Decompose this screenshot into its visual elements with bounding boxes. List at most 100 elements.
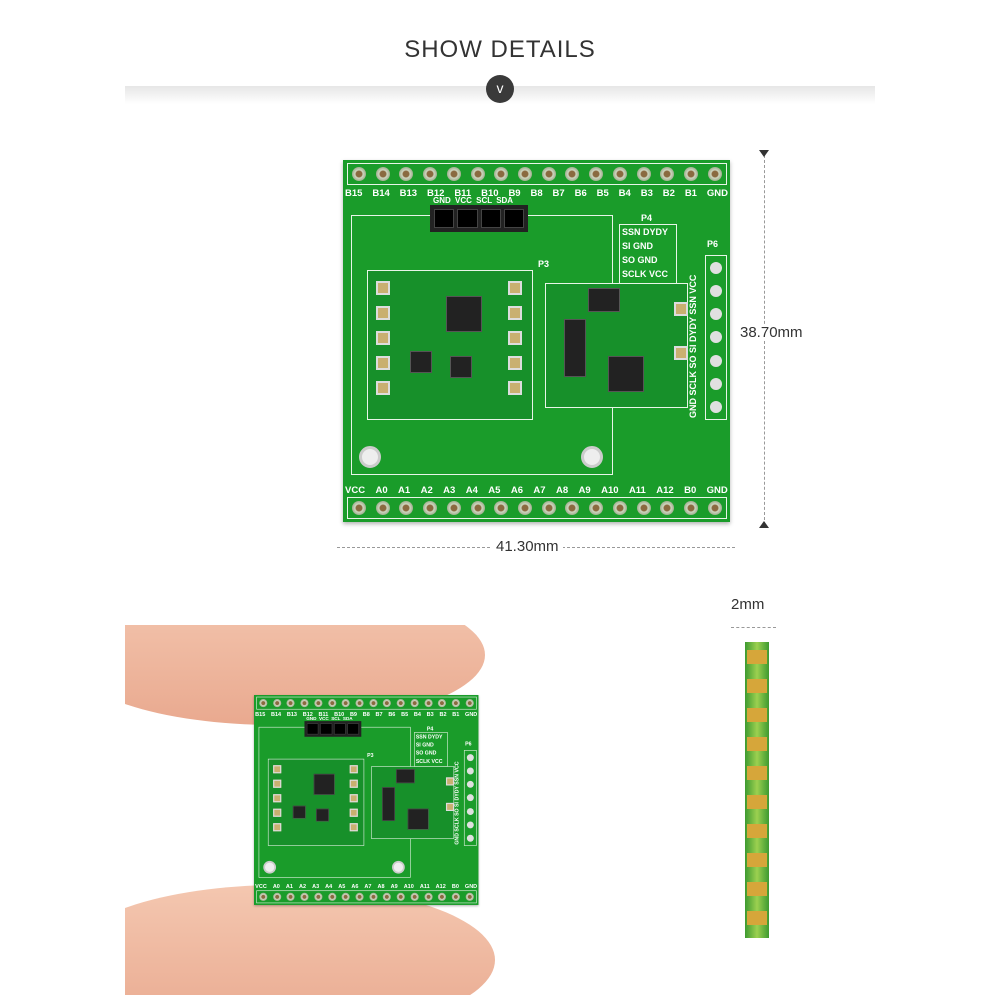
thickness-dimension-line	[731, 627, 776, 628]
pin-hole	[375, 501, 390, 515]
i2c-header	[304, 721, 362, 737]
pin-label: A4	[325, 883, 333, 890]
pin-label: A8	[555, 485, 569, 496]
pin-hole	[355, 699, 364, 708]
pin-label: A11	[419, 883, 430, 890]
pin-label: B14	[271, 711, 282, 718]
pin-label: A6	[351, 883, 359, 890]
pin-label: A9	[578, 485, 591, 496]
pin-hole	[410, 699, 419, 708]
pin-label: A6	[510, 485, 523, 496]
side-pin	[747, 766, 767, 780]
side-pin	[747, 650, 767, 664]
top-pin-row	[347, 163, 727, 185]
pin-hole	[494, 167, 509, 181]
pin-hole	[423, 501, 438, 515]
pin-hole	[438, 892, 447, 901]
pin-label: A7	[364, 883, 372, 890]
pin-label: A9	[390, 883, 398, 890]
chevron-down-icon[interactable]: v	[486, 75, 514, 103]
pin-hole	[369, 892, 378, 901]
pin-label: A12	[435, 883, 446, 890]
pin-hole	[494, 501, 509, 515]
pin-hole	[636, 167, 651, 181]
pin-label: B1	[684, 188, 697, 199]
pin-hole	[355, 892, 364, 901]
p3-module	[367, 270, 533, 420]
pin-label: B1	[452, 711, 460, 718]
pin-hole	[707, 501, 722, 515]
pin-hole	[589, 501, 604, 515]
pin-label: A5	[488, 485, 501, 496]
pin-hole	[300, 699, 309, 708]
pin-label: GND	[706, 188, 728, 199]
p6-header	[463, 750, 477, 846]
pin-label: A10	[601, 485, 619, 496]
p4-row: SO GND	[622, 255, 658, 265]
side-pin	[747, 824, 767, 838]
p4-row: SI GND	[415, 741, 434, 748]
p4-row: SO GND	[415, 750, 437, 756]
pin-label: A1	[398, 485, 411, 496]
pin-hole	[465, 699, 474, 708]
side-pin	[747, 911, 767, 925]
pin-hole	[383, 892, 392, 901]
pin-hole	[612, 501, 627, 515]
p4-title: P4	[426, 725, 434, 732]
pin-hole	[352, 501, 366, 515]
mounting-hole	[392, 860, 405, 874]
pin-label: A0	[272, 883, 280, 890]
pin-label: B3	[640, 188, 653, 199]
pin-label: B0	[451, 883, 459, 890]
pin-label: GND	[706, 485, 728, 496]
pin-hole	[565, 167, 580, 181]
pin-label: B8	[362, 711, 370, 718]
height-dimension: 38.70mm	[736, 324, 807, 341]
radio-module	[545, 283, 688, 408]
pin-hole	[396, 699, 405, 708]
pin-label: B9	[349, 711, 358, 718]
mounting-hole	[359, 446, 381, 468]
pin-label: B2	[439, 711, 447, 718]
pin-label: A4	[465, 485, 478, 496]
mounting-hole	[263, 860, 277, 874]
pin-label: B10	[481, 188, 499, 199]
p4-row: SSN DYDY	[622, 227, 669, 237]
pin-hole	[375, 167, 390, 181]
pin-hole	[684, 167, 699, 181]
pin-hole	[612, 167, 627, 181]
pin-label: B13	[399, 188, 418, 199]
pin-label: B11	[454, 188, 472, 199]
pin-hole	[660, 501, 675, 515]
p4-row: SSN DYDY	[415, 733, 443, 740]
arrow-down-icon	[759, 150, 769, 162]
pin-hole	[541, 501, 556, 515]
pin-hole	[272, 699, 282, 708]
pin-label: B13	[286, 711, 297, 718]
pin-label: B9	[508, 188, 521, 199]
pin-label: A3	[443, 485, 456, 496]
pin-hole	[272, 892, 282, 901]
pin-hole	[300, 892, 309, 901]
pin-label: B7	[375, 711, 383, 718]
pin-hole	[518, 501, 533, 515]
p3-title: P3	[367, 752, 374, 759]
pin-hole	[446, 167, 461, 181]
side-pin	[747, 882, 767, 896]
pin-label: B3	[426, 711, 434, 718]
pin-hole	[399, 501, 414, 515]
pin-label: B8	[530, 188, 543, 199]
bottom-pin-row	[256, 890, 477, 904]
side-pin	[747, 853, 767, 867]
pin-label: B15	[255, 711, 266, 718]
board-side-view	[745, 642, 769, 938]
section-title: SHOW DETAILS	[404, 36, 596, 63]
pin-label: B4	[618, 188, 631, 199]
top-pin-row	[256, 696, 477, 710]
pin-hole	[396, 892, 405, 901]
p4-row: SCLK VCC	[622, 269, 669, 279]
